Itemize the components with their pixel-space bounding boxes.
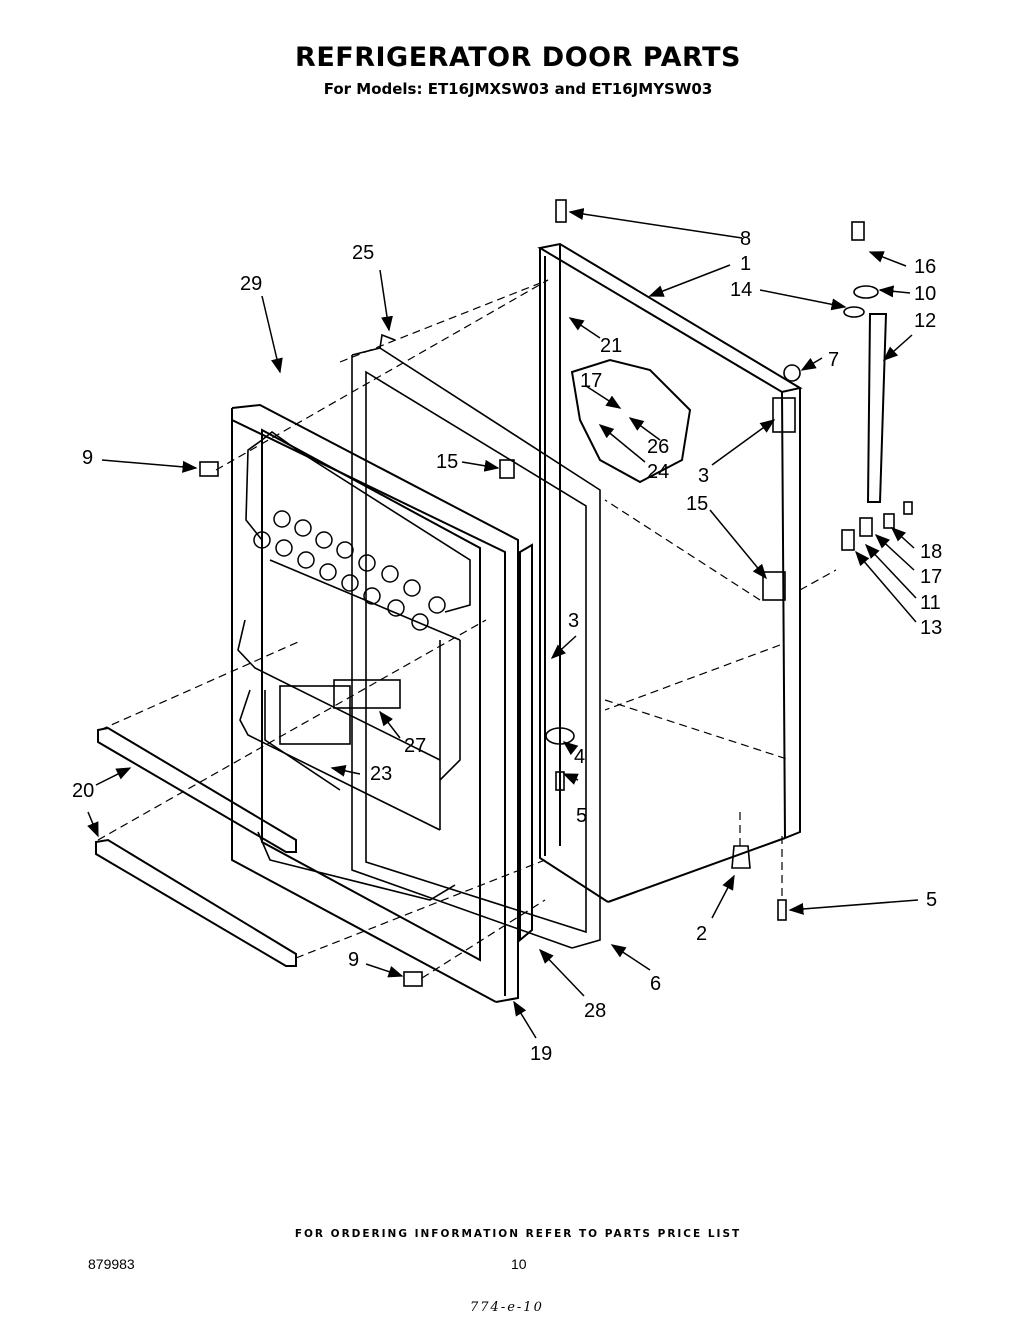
- hinge-bar: [866, 313, 888, 503]
- callout-14: 14: [730, 279, 752, 301]
- callout-21: 21: [600, 335, 622, 357]
- callout-17: 17: [580, 370, 602, 392]
- callout-5-center: 5: [576, 805, 587, 827]
- callout-26: 26: [647, 436, 669, 458]
- callout-6: 8: [740, 228, 751, 250]
- callout-28: 28: [584, 1000, 606, 1022]
- callout-3-center: 3: [568, 610, 579, 632]
- callout-15: 15: [436, 451, 458, 473]
- ordering-info: FOR ORDERING INFORMATION REFER TO PARTS …: [294, 1228, 742, 1240]
- callout-13: 13: [920, 617, 942, 639]
- assembly-lines: [97, 279, 837, 979]
- door-liner: [231, 403, 519, 1003]
- callout-17-lower: 17: [920, 566, 942, 588]
- small-hardware: [199, 199, 913, 987]
- callout-11: 11: [920, 592, 941, 614]
- callout-10: 10: [914, 283, 936, 305]
- page-number: 10: [511, 1256, 527, 1272]
- callout-labels: 8 1 16 14 10 12 7 21 25 29 17 26 24 9 15…: [72, 228, 942, 1065]
- callout-29: 29: [240, 273, 262, 295]
- callout-9-lower: 9: [348, 949, 359, 971]
- callout-1: 1: [740, 253, 751, 275]
- door-gasket: [351, 333, 601, 949]
- callout-4: 4: [574, 746, 585, 768]
- callout-20: 20: [72, 780, 94, 802]
- callout-25: 25: [352, 242, 374, 264]
- document-code: 879983: [88, 1256, 135, 1272]
- callout-12: 12: [914, 310, 936, 332]
- callout-3: 3: [698, 465, 709, 487]
- door-shelf-lower: [95, 838, 297, 967]
- callout-19: 19: [530, 1043, 552, 1065]
- breaker-strip: [519, 543, 533, 943]
- callout-23: 23: [370, 763, 392, 785]
- page-title: REFRIGERATOR DOOR PARTS: [295, 42, 741, 73]
- callout-27: 27: [404, 735, 426, 757]
- callout-18: 18: [920, 541, 942, 563]
- detail-cutout: [570, 358, 692, 484]
- callout-2: 2: [696, 923, 707, 945]
- callout-24: 24: [647, 461, 669, 483]
- callout-5: 5: [926, 889, 937, 911]
- model-subtitle: For Models: ET16JMXSW03 and ET16JMYSW03: [323, 80, 713, 98]
- handwritten-note: 774-e-10: [470, 1300, 544, 1315]
- leader-arrows: [87, 208, 919, 1039]
- callout-9: 9: [82, 447, 93, 469]
- callout-7: 7: [828, 349, 839, 371]
- callout-15-lower: 15: [686, 493, 708, 515]
- callout-8: 6: [650, 973, 661, 995]
- callout-16: 16: [914, 256, 936, 278]
- liner-contours: [237, 430, 471, 901]
- egg-tray: [253, 510, 446, 631]
- door-shelf-upper: [97, 726, 297, 853]
